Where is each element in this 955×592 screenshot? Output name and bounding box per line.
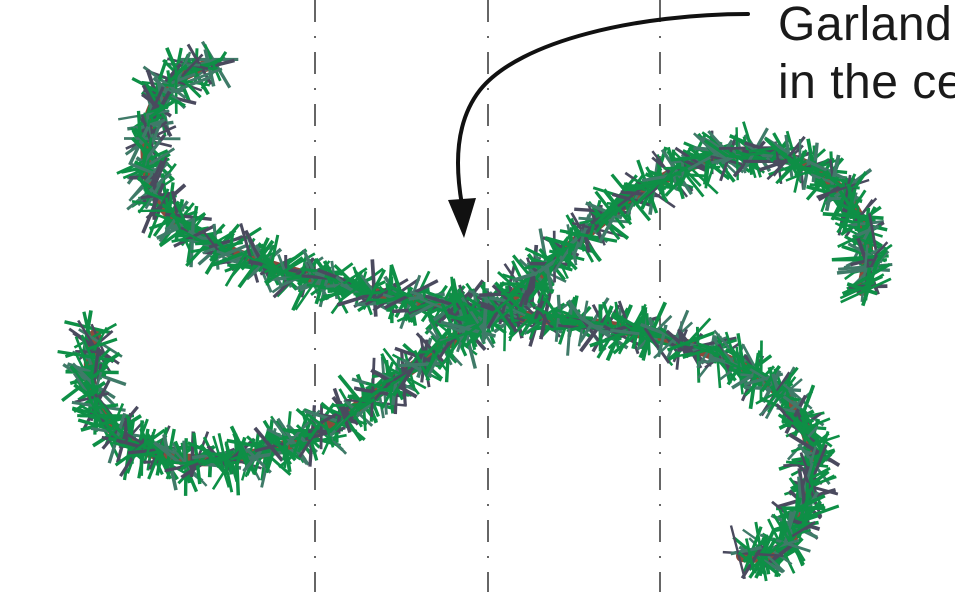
pine-needle xyxy=(420,339,429,383)
pine-needle xyxy=(693,132,740,177)
pine-needle xyxy=(165,450,179,480)
callout-line-1: Garland xyxy=(778,0,952,51)
pine-needle xyxy=(142,428,157,465)
pine-needle xyxy=(61,364,109,402)
pine-needle xyxy=(566,303,573,356)
pine-needle xyxy=(723,148,763,173)
pine-needle xyxy=(322,418,335,448)
pine-needle xyxy=(217,432,234,493)
pine-needle xyxy=(224,237,256,287)
pine-needle xyxy=(285,409,321,446)
pine-needle xyxy=(861,262,879,307)
pine-needle xyxy=(666,331,715,352)
pine-needle xyxy=(131,76,186,108)
pine-needle xyxy=(673,172,706,178)
pine-needle xyxy=(343,398,374,427)
pine-needle xyxy=(744,538,755,572)
pine-needle xyxy=(427,315,456,359)
pine-needle xyxy=(338,267,384,302)
garland-needles xyxy=(57,40,893,582)
pine-needle xyxy=(790,434,841,453)
pine-needle xyxy=(729,525,746,580)
pine-needle xyxy=(73,322,118,349)
pine-needle xyxy=(217,243,249,259)
callout-arrow xyxy=(448,12,750,238)
curved-arrow-icon xyxy=(456,12,750,207)
pine-needle xyxy=(735,150,785,163)
pine-needle xyxy=(359,274,381,301)
pine-needle xyxy=(348,374,387,415)
pine-needle xyxy=(730,545,762,556)
pine-needle xyxy=(244,229,271,279)
pine-needle xyxy=(809,183,860,190)
pine-needle xyxy=(590,210,604,244)
pine-needle xyxy=(504,285,515,323)
pine-needle xyxy=(643,327,671,364)
pine-needle xyxy=(578,210,593,248)
pine-needle xyxy=(836,266,880,275)
pine-needle xyxy=(380,353,404,401)
pine-needle xyxy=(695,326,701,383)
pine-needle xyxy=(167,202,192,251)
pine-needle xyxy=(839,222,883,238)
pine-needle xyxy=(671,317,712,361)
pine-needle xyxy=(852,224,880,239)
pine-needle xyxy=(295,424,321,449)
pine-needle xyxy=(212,435,231,488)
pine-needle xyxy=(173,224,216,248)
callout-line-2: in the ce xyxy=(778,56,955,109)
pine-needle xyxy=(141,182,166,234)
pine-needle xyxy=(790,165,848,175)
pine-needle xyxy=(224,442,239,483)
pine-needle xyxy=(463,316,496,327)
pine-needle xyxy=(851,197,878,226)
pine-needle xyxy=(834,222,889,251)
pine-needle xyxy=(846,282,878,296)
pine-needle xyxy=(596,174,638,224)
pine-needle xyxy=(253,426,284,462)
pine-needle xyxy=(847,242,883,264)
pine-needle xyxy=(706,345,737,382)
pine-needle xyxy=(852,234,884,251)
pine-needle xyxy=(319,404,324,450)
pine-needle xyxy=(57,350,115,363)
pine-needle xyxy=(370,357,376,417)
pine-needle xyxy=(271,440,302,461)
pine-needle xyxy=(559,229,618,243)
arrowhead-icon xyxy=(448,198,476,238)
pine-needle xyxy=(407,287,418,326)
pine-needle xyxy=(129,162,163,200)
pine-needle xyxy=(265,234,280,286)
pine-needle xyxy=(598,305,614,335)
pine-needle xyxy=(332,387,352,434)
pine-needle xyxy=(276,417,310,466)
pine-needle xyxy=(548,249,585,262)
pine-needle xyxy=(208,235,245,249)
pine-needle xyxy=(831,254,889,262)
pine-needle xyxy=(766,366,799,407)
pine-needle xyxy=(677,336,737,352)
pine-needle xyxy=(581,222,591,253)
pine-needle xyxy=(158,200,189,243)
pine-needle xyxy=(518,258,547,285)
pine-needle xyxy=(719,355,751,381)
pine-needle xyxy=(142,65,187,100)
pine-needle xyxy=(209,237,247,259)
pine-needle xyxy=(735,346,744,395)
pine-needle xyxy=(653,321,694,360)
pine-needle xyxy=(137,428,150,479)
pine-needle xyxy=(114,428,166,467)
pine-needle xyxy=(90,323,106,354)
